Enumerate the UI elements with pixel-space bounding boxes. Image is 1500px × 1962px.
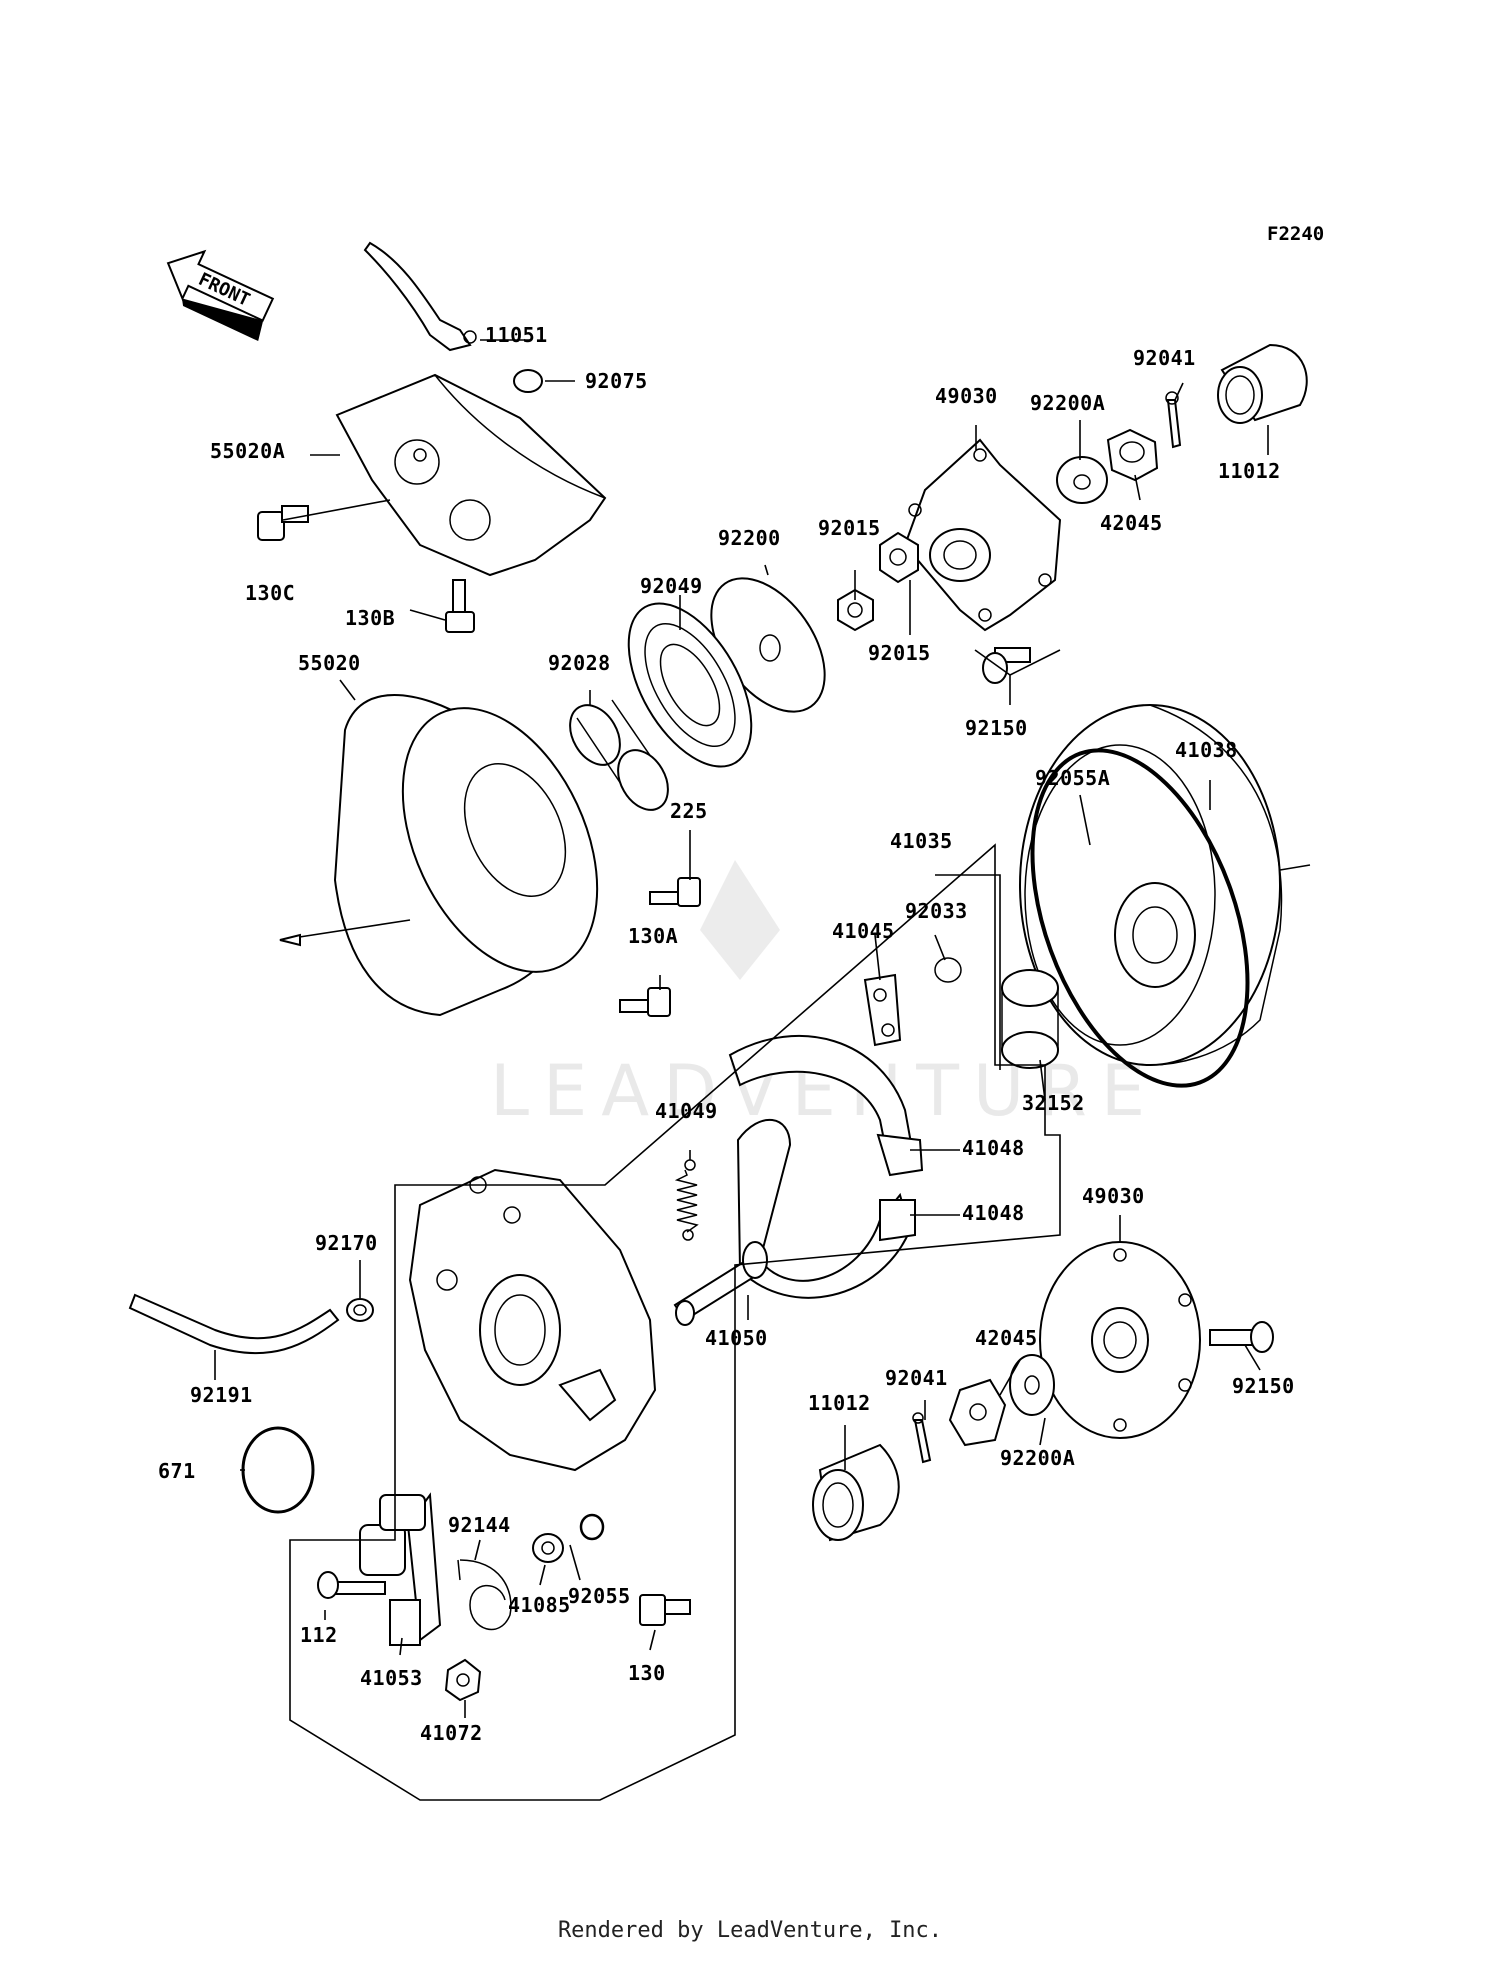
label-112: 112 bbox=[300, 1623, 338, 1647]
part-92191-hose bbox=[128, 1293, 340, 1355]
part-11051-cable-bracket bbox=[363, 241, 477, 352]
label-92200A-bottom: 92200A bbox=[1000, 1446, 1075, 1470]
label-92144: 92144 bbox=[448, 1513, 511, 1537]
part-92049-seal bbox=[627, 602, 753, 768]
label-225: 225 bbox=[670, 799, 708, 823]
label-55020A: 55020A bbox=[210, 439, 285, 463]
label-41048-b: 41048 bbox=[962, 1201, 1025, 1225]
part-92144-spring bbox=[457, 1559, 512, 1631]
label-92191: 92191 bbox=[190, 1383, 253, 1407]
label-49030-bottom: 49030 bbox=[1082, 1184, 1145, 1208]
label-41048-a: 41048 bbox=[962, 1136, 1025, 1160]
label-130: 130 bbox=[628, 1661, 666, 1685]
label-11012-bottom: 11012 bbox=[808, 1391, 871, 1415]
label-41072: 41072 bbox=[420, 1721, 483, 1745]
label-42045-bottom: 42045 bbox=[975, 1326, 1038, 1350]
label-92150-bottom: 92150 bbox=[1232, 1374, 1295, 1398]
part-112-bolt bbox=[317, 1571, 386, 1599]
part-41085-washer bbox=[532, 1533, 564, 1563]
label-41035: 41035 bbox=[890, 829, 953, 853]
part-671-o-ring bbox=[241, 1426, 315, 1514]
leader-lines bbox=[214, 339, 1269, 1718]
label-130B: 130B bbox=[345, 606, 395, 630]
label-92041-bottom: 92041 bbox=[885, 1366, 948, 1390]
part-130A-bolt bbox=[619, 987, 671, 1017]
part-41072-nut bbox=[444, 1658, 482, 1702]
part-55020A-cover bbox=[335, 373, 607, 577]
part-92055A-o-ring bbox=[1030, 748, 1250, 1088]
part-92033-circlip bbox=[934, 957, 962, 983]
part-55020-drum-cover bbox=[279, 694, 599, 1017]
label-41045: 41045 bbox=[832, 919, 895, 943]
label-11051: 11051 bbox=[485, 323, 548, 347]
label-32152: 32152 bbox=[1022, 1091, 1085, 1115]
part-225-bolt bbox=[649, 877, 701, 907]
part-42045-nut-bottom bbox=[948, 1378, 1007, 1447]
part-130C-bolt bbox=[257, 505, 309, 541]
part-92041-cotter-pin-bottom bbox=[912, 1412, 932, 1464]
label-130A: 130A bbox=[628, 924, 678, 948]
part-11012-cap-bottom bbox=[812, 1443, 900, 1542]
part-41049-spring bbox=[674, 1159, 699, 1241]
label-92015-b: 92015 bbox=[868, 641, 931, 665]
part-92041-cotter-pin-top bbox=[1165, 391, 1182, 449]
front-arrow-icon: FRONT bbox=[166, 249, 275, 342]
part-41053-lever bbox=[359, 1492, 442, 1646]
part-41045-link bbox=[863, 973, 902, 1047]
part-49030-hub-top bbox=[903, 438, 1062, 632]
label-41050: 41050 bbox=[705, 1326, 768, 1350]
label-49030-top: 49030 bbox=[935, 384, 998, 408]
label-92028: 92028 bbox=[548, 651, 611, 675]
label-55020: 55020 bbox=[298, 651, 361, 675]
label-11012-top: 11012 bbox=[1218, 459, 1281, 483]
part-41048-shoe-a bbox=[728, 1034, 924, 1177]
label-41085: 41085 bbox=[508, 1593, 571, 1617]
label-92170: 92170 bbox=[315, 1231, 378, 1255]
label-92150-top: 92150 bbox=[965, 716, 1028, 740]
label-92200: 92200 bbox=[718, 526, 781, 550]
label-130C: 130C bbox=[245, 581, 295, 605]
part-92015-nut-b bbox=[879, 531, 919, 584]
label-92055A: 92055A bbox=[1035, 766, 1110, 790]
label-92055: 92055 bbox=[568, 1584, 631, 1608]
part-92028-sleeve bbox=[569, 699, 669, 811]
label-92033: 92033 bbox=[905, 899, 968, 923]
part-42045-nut-top bbox=[1106, 428, 1159, 482]
label-671: 671 bbox=[158, 1459, 196, 1483]
part-92075-cap bbox=[513, 369, 543, 393]
part-41038-drum bbox=[1019, 704, 1311, 1066]
label-92075: 92075 bbox=[585, 369, 648, 393]
label-92200A-top: 92200A bbox=[1030, 391, 1105, 415]
label-92015-a: 92015 bbox=[818, 516, 881, 540]
part-32152-collar bbox=[1001, 969, 1059, 1069]
part-11012-cap-top bbox=[1217, 343, 1308, 424]
label-92049: 92049 bbox=[640, 574, 703, 598]
part-92200A-washer-top bbox=[1056, 456, 1108, 504]
part-41050-cam bbox=[673, 1241, 768, 1326]
label-92041-top: 92041 bbox=[1133, 346, 1196, 370]
footer-credit: Rendered by LeadVenture, Inc. bbox=[557, 1918, 943, 1943]
backing-plate bbox=[408, 1168, 657, 1472]
part-92170-clamp bbox=[346, 1298, 374, 1322]
label-41038: 41038 bbox=[1175, 738, 1238, 762]
figure-code: F2240 bbox=[1267, 223, 1324, 245]
label-42045-top: 42045 bbox=[1100, 511, 1163, 535]
part-49030-hub-bottom bbox=[1039, 1241, 1201, 1439]
part-92150-stud-bottom bbox=[1209, 1321, 1274, 1353]
part-92055-o-ring bbox=[579, 1513, 605, 1541]
part-92150-stud-top bbox=[982, 647, 1031, 684]
assembly-outline bbox=[289, 843, 1061, 1801]
part-130B-bolt bbox=[445, 579, 475, 633]
part-92200A-washer-bottom bbox=[1009, 1354, 1055, 1416]
label-41053: 41053 bbox=[360, 1666, 423, 1690]
part-92015-nut-a bbox=[837, 588, 874, 632]
part-130-bolt bbox=[639, 1594, 691, 1626]
label-41049: 41049 bbox=[655, 1099, 718, 1123]
part-labels: 11051 92075 55020A 130C 130B 49030 92200… bbox=[158, 323, 1295, 1745]
